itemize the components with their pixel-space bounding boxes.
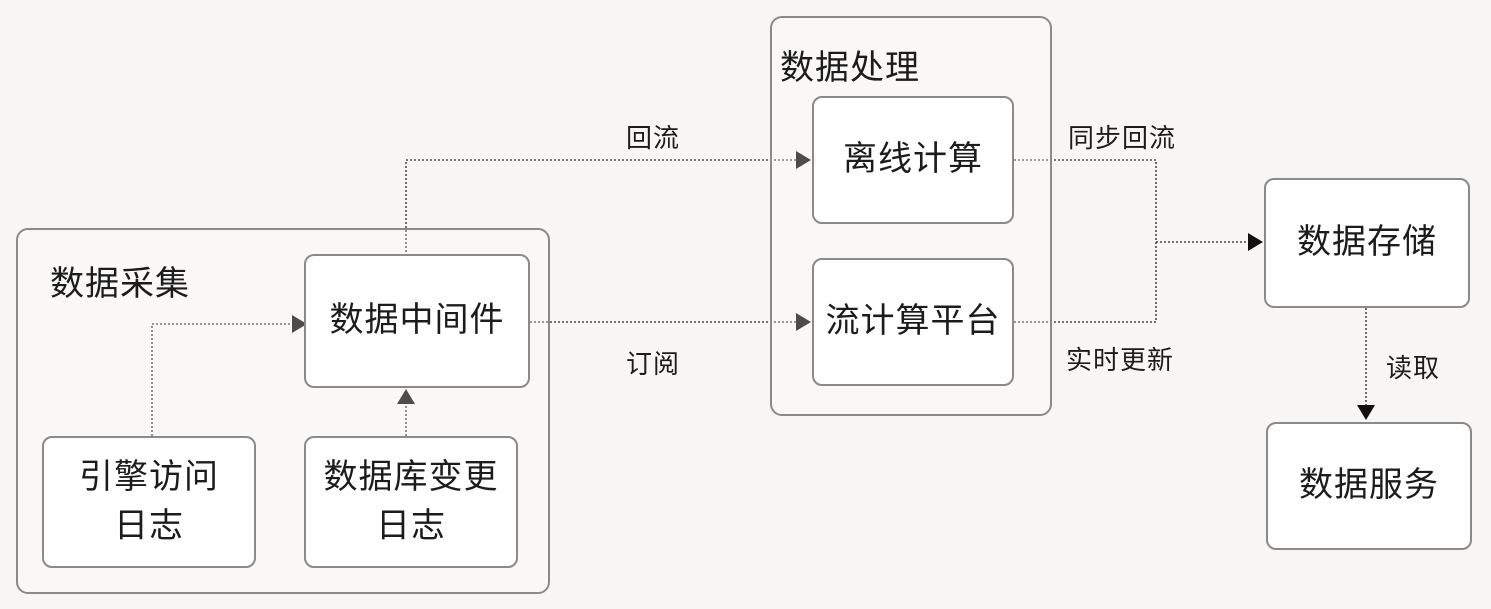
- arrowhead-offline-compute: [796, 151, 811, 169]
- arrowhead-middleware-bottom: [397, 389, 415, 404]
- edge-backflow: [405, 159, 796, 252]
- edge-label-sync-backflow: 同步回流: [1068, 124, 1177, 154]
- edge-engine-log-to-middleware: [151, 323, 292, 436]
- node-engine-access-log: 引擎访问 日志: [42, 436, 256, 568]
- group-title-data-collection: 数据采集: [50, 264, 190, 304]
- edge-label-subscribe: 订阅: [626, 350, 681, 380]
- arrowhead-data-service: [1357, 405, 1375, 420]
- edge-label-realtime-update: 实时更新: [1066, 346, 1175, 376]
- node-database-change-log-line-2: 日志: [376, 506, 446, 546]
- node-stream-compute-platform-label: 流计算平台: [825, 301, 1001, 342]
- node-offline-compute-label: 离线计算: [843, 139, 983, 180]
- edge-label-backflow: 回流: [626, 124, 681, 154]
- node-database-change-log: 数据库变更 日志: [304, 436, 518, 568]
- node-stream-compute-platform: 流计算平台: [812, 258, 1014, 386]
- group-title-data-processing: 数据处理: [780, 48, 920, 88]
- node-data-storage-label: 数据存储: [1297, 222, 1437, 263]
- node-database-change-log-line-1: 数据库变更: [323, 456, 499, 497]
- arrowhead-data-storage: [1248, 233, 1263, 251]
- arrowhead-stream-platform: [796, 313, 811, 331]
- node-engine-access-log-line-2: 日志: [114, 506, 184, 546]
- node-engine-access-log-line-1: 引擎访问: [79, 456, 219, 497]
- edge-label-read: 读取: [1386, 354, 1441, 384]
- arrowhead-middleware-left: [292, 315, 307, 333]
- node-data-middleware: 数据中间件: [304, 254, 530, 388]
- node-offline-compute: 离线计算: [812, 96, 1014, 224]
- node-data-storage: 数据存储: [1264, 178, 1470, 308]
- node-data-service-label: 数据服务: [1299, 465, 1439, 506]
- node-data-middleware-label: 数据中间件: [329, 300, 505, 341]
- node-data-service: 数据服务: [1266, 422, 1472, 550]
